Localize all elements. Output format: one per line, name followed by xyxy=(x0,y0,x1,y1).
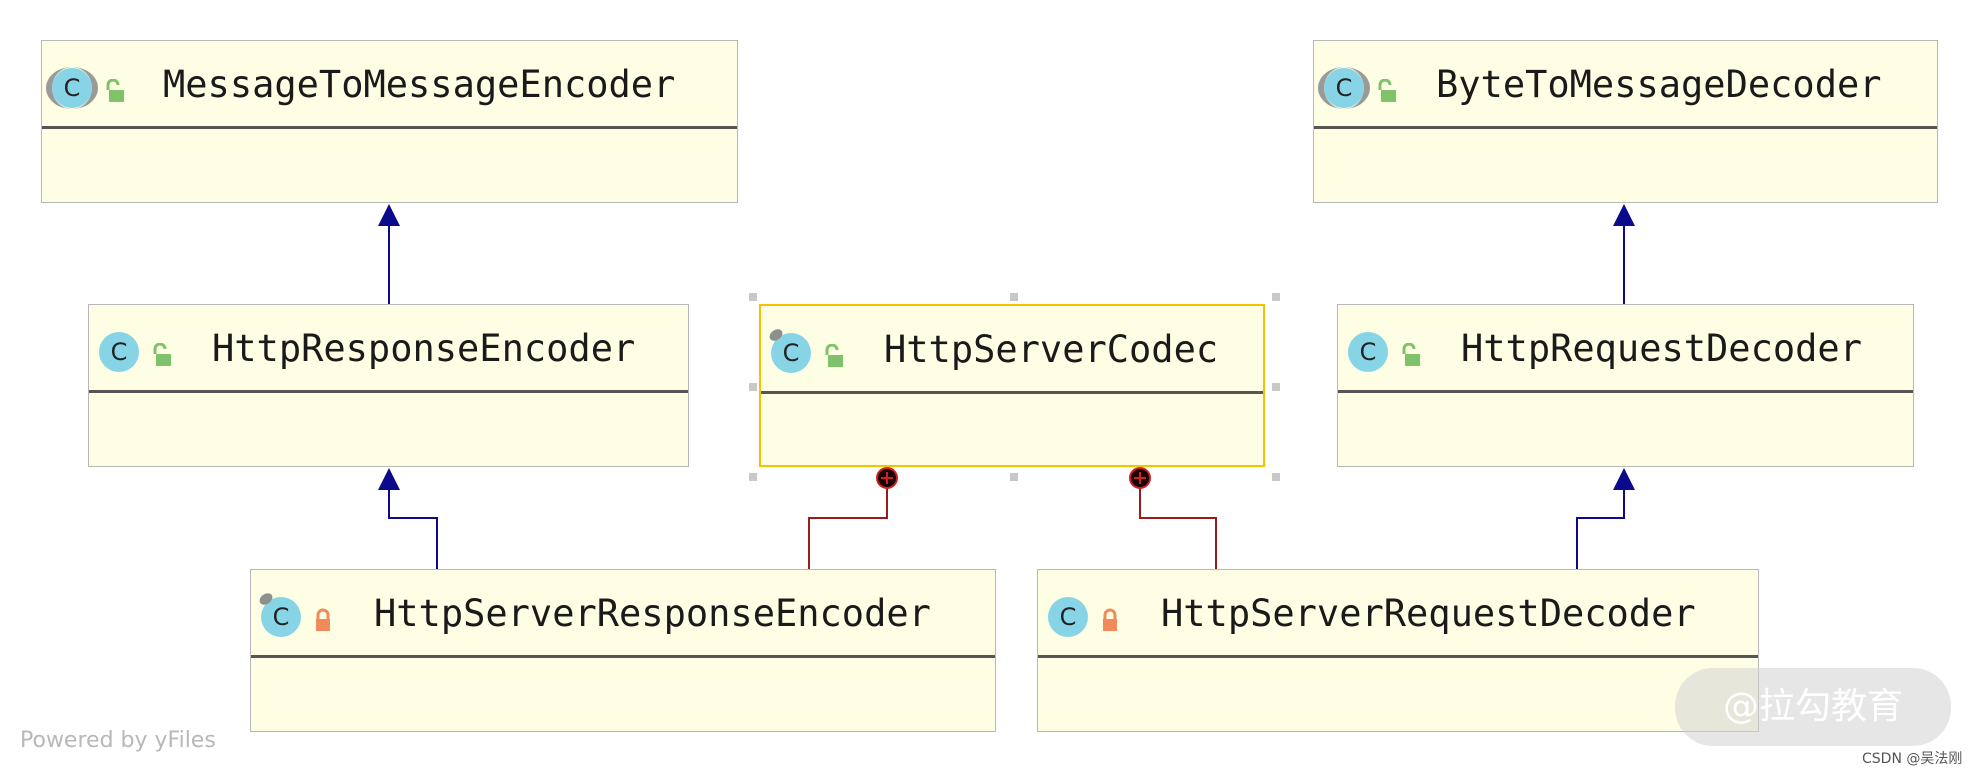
edge-hsrd-extends-hrd xyxy=(1576,468,1635,569)
private-locked-icon xyxy=(316,608,330,631)
public-unlocked-icon xyxy=(1378,79,1396,102)
class-header: C ByteToMessageDecoder xyxy=(1314,41,1937,129)
private-locked-icon xyxy=(1103,608,1117,631)
final-class-icon: C xyxy=(771,333,811,373)
edge-hsre-extends-hre xyxy=(378,468,438,569)
class-node-byte-to-message-decoder[interactable]: C ByteToMessageDecoder xyxy=(1313,40,1938,203)
class-header: C HttpServerRequestDecoder xyxy=(1038,570,1758,658)
class-node-http-request-decoder[interactable]: C HttpRequestDecoder xyxy=(1337,304,1914,467)
class-node-http-server-request-decoder[interactable]: C HttpServerRequestDecoder xyxy=(1037,569,1759,732)
class-name: MessageToMessageEncoder xyxy=(163,63,676,106)
abstract-class-icon: C xyxy=(46,67,98,109)
class-name: HttpResponseEncoder xyxy=(212,327,636,370)
class-name: HttpServerRequestDecoder xyxy=(1161,592,1696,635)
selection-handle-bottom-left[interactable] xyxy=(749,473,757,481)
class-icon: C xyxy=(99,332,139,372)
class-name: ByteToMessageDecoder xyxy=(1436,63,1882,106)
powered-by-label: Powered by yFiles xyxy=(20,728,216,753)
edge-hsre-inner-of-hsc xyxy=(808,467,898,569)
class-node-http-response-encoder[interactable]: C HttpResponseEncoder xyxy=(88,304,689,467)
public-unlocked-icon xyxy=(825,344,843,367)
class-header: C MessageToMessageEncoder xyxy=(42,41,737,129)
edge-hsrd-inner-of-hsc xyxy=(1129,467,1217,569)
public-unlocked-icon xyxy=(1402,343,1420,366)
selection-handle-top-center[interactable] xyxy=(1010,293,1018,301)
edge-hre-extends-mtme xyxy=(378,204,400,304)
selection-handle-bottom-center[interactable] xyxy=(1010,473,1018,481)
class-name: HttpRequestDecoder xyxy=(1461,327,1862,370)
credit-label: CSDN @吴法刚 xyxy=(1862,751,1963,767)
selection-handle-bottom-right[interactable] xyxy=(1272,473,1280,481)
watermark-badge: @拉勾教育 xyxy=(1675,668,1951,746)
class-name: HttpServerResponseEncoder xyxy=(374,592,931,635)
class-header: C HttpServerCodec xyxy=(761,306,1263,394)
class-header: C HttpServerResponseEncoder xyxy=(251,570,995,658)
class-node-http-server-response-encoder[interactable]: C HttpServerResponseEncoder xyxy=(250,569,996,732)
selection-handle-middle-right[interactable] xyxy=(1272,383,1280,391)
class-icon: C xyxy=(1048,597,1088,637)
selection-handle-top-right[interactable] xyxy=(1272,293,1280,301)
class-name: HttpServerCodec xyxy=(884,328,1219,371)
class-header: C HttpRequestDecoder xyxy=(1338,305,1913,393)
final-class-icon: C xyxy=(261,597,301,637)
selection-handle-top-left[interactable] xyxy=(749,293,757,301)
class-node-message-to-message-encoder[interactable]: C MessageToMessageEncoder xyxy=(41,40,738,203)
abstract-class-icon: C xyxy=(1318,67,1370,109)
edge-hrd-extends-btmd xyxy=(1613,204,1635,304)
class-header: C HttpResponseEncoder xyxy=(89,305,688,393)
public-unlocked-icon xyxy=(106,79,124,102)
public-unlocked-icon xyxy=(153,343,171,366)
class-node-http-server-codec[interactable]: C HttpServerCodec xyxy=(759,304,1265,467)
selection-handle-middle-left[interactable] xyxy=(749,383,757,391)
class-icon: C xyxy=(1348,332,1388,372)
